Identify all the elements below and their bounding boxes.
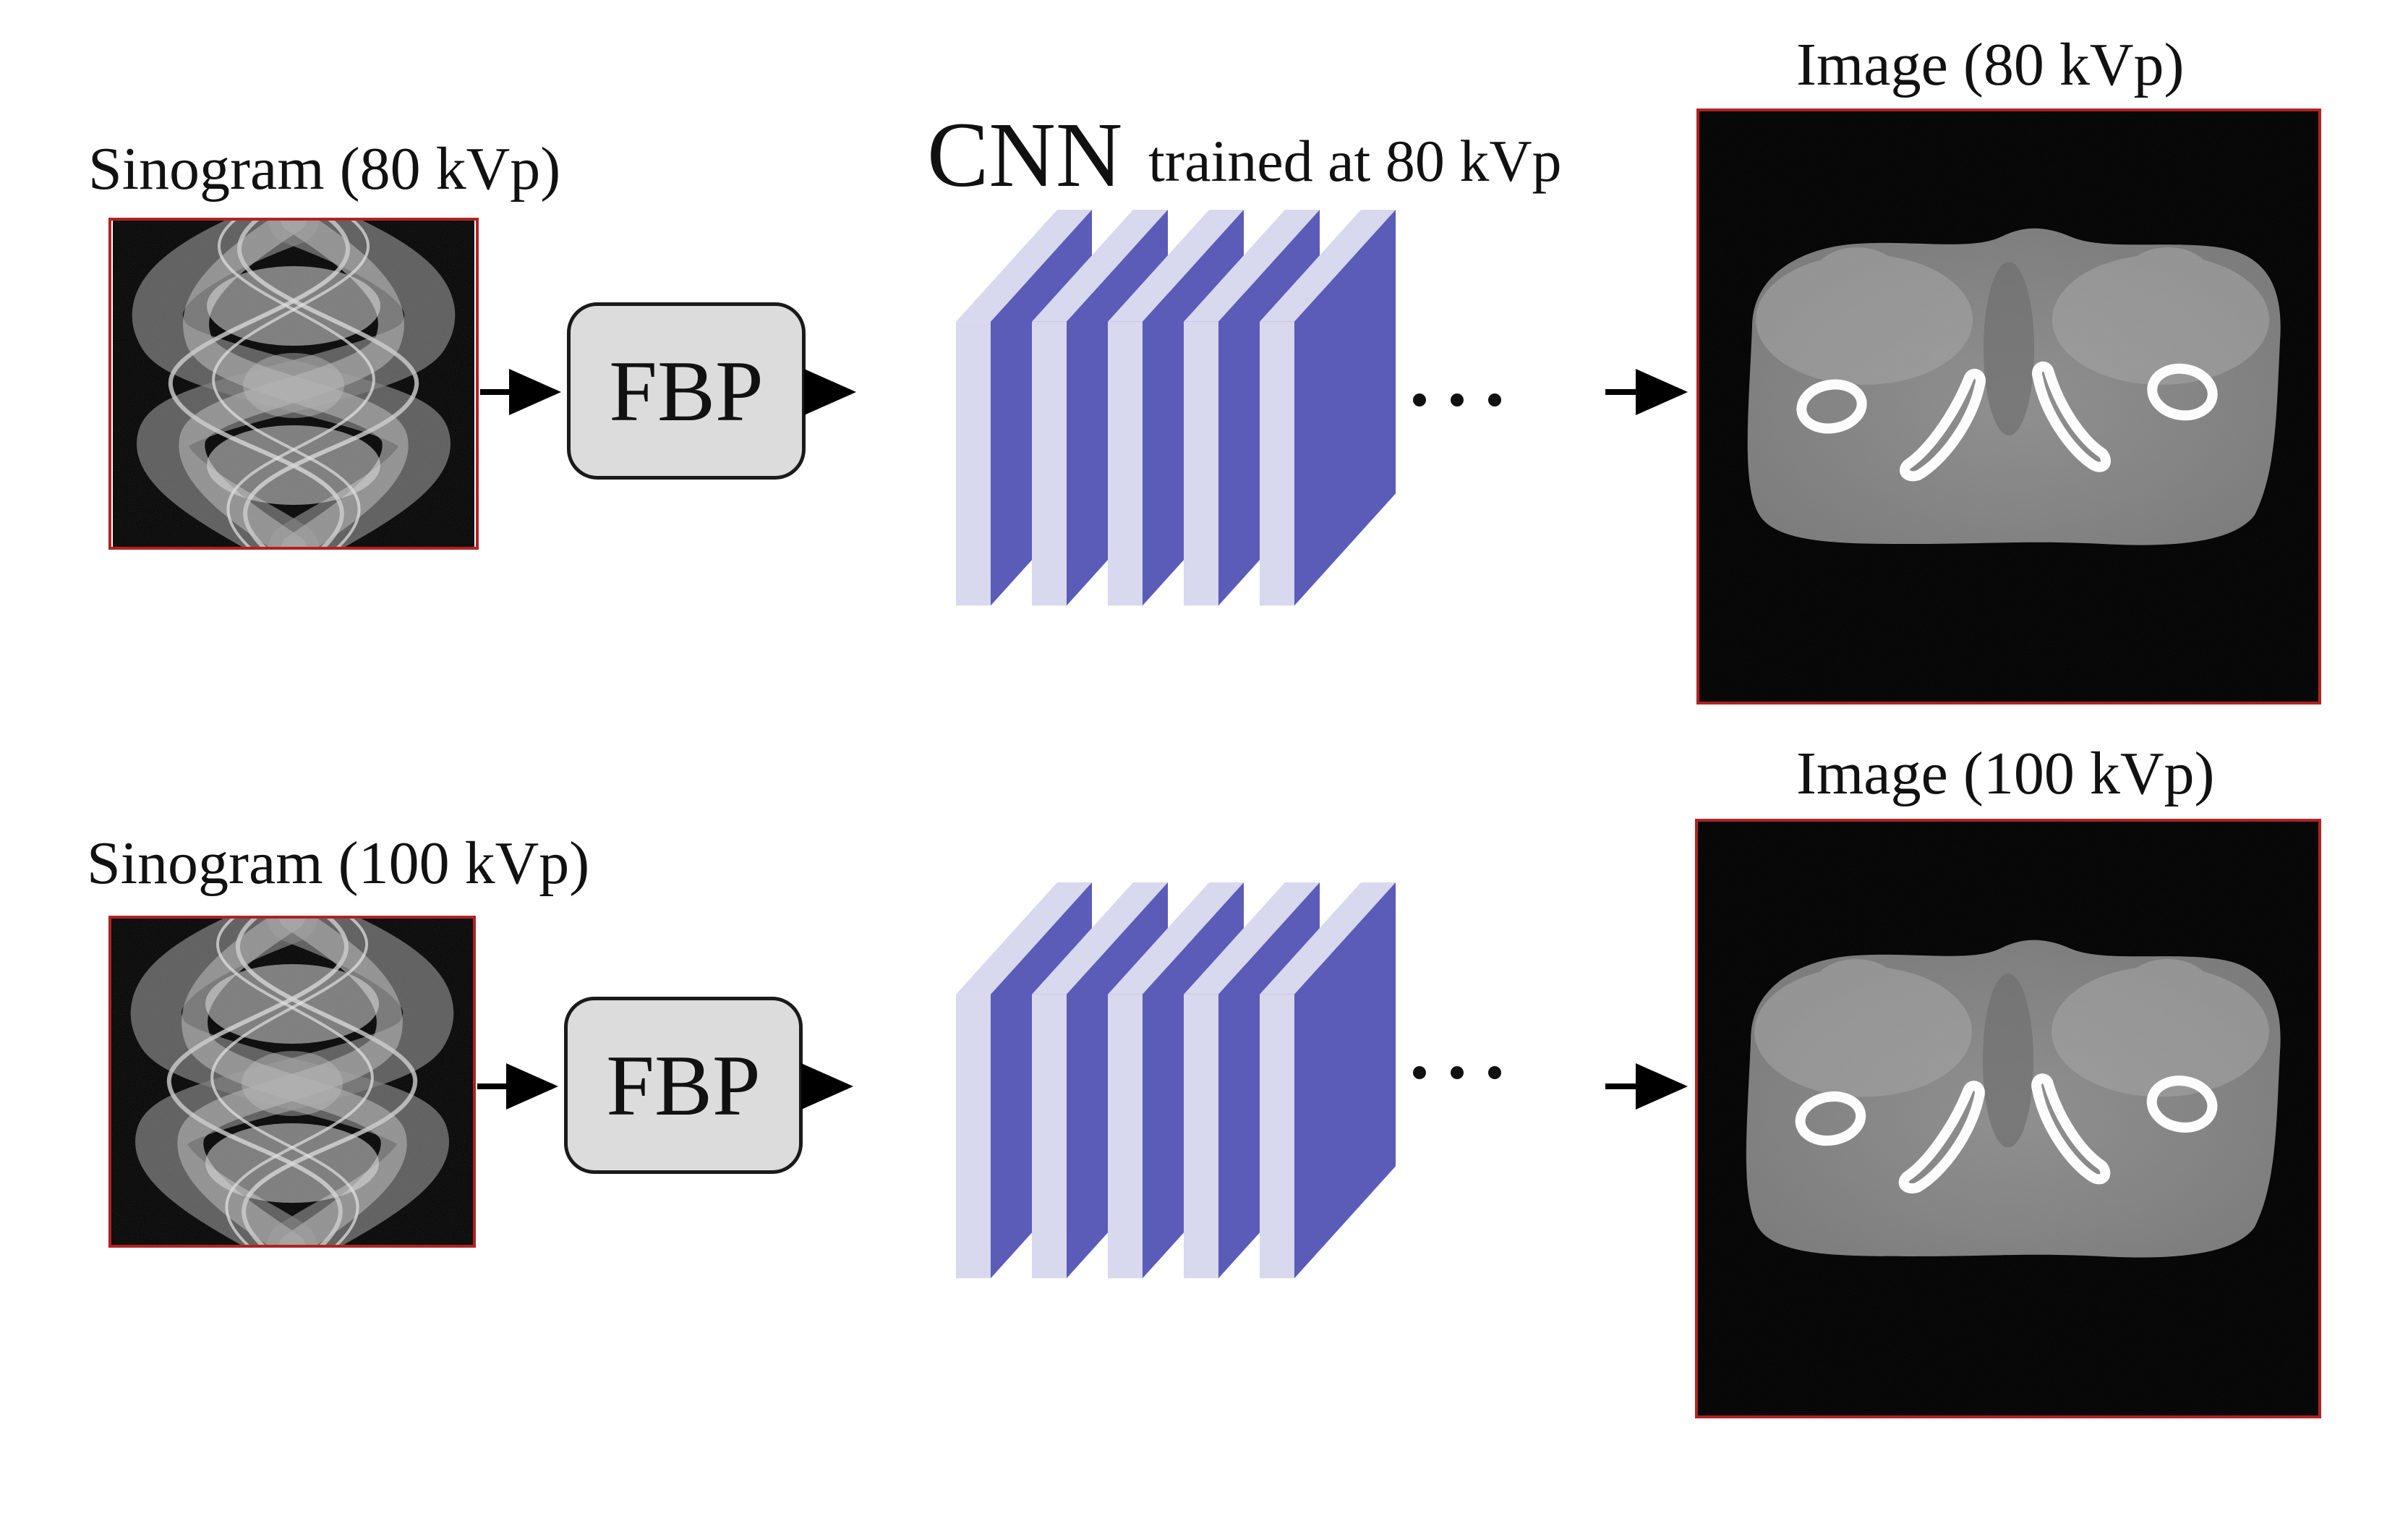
fbp-label: FBP [609,342,764,439]
cnn-subtitle: trained at 80 kVp [1148,128,1562,194]
sinogram-100 [108,916,476,1248]
ellipsis-100 [1413,1066,1501,1079]
image-label-100: Image (100 kVp) [1796,740,2215,807]
sinogram-label-80: Sinogram (80 kVp) [88,135,561,203]
sinogram-80 [108,218,479,550]
ellipsis-80 [1413,393,1501,406]
fbp-block-100: FBP [564,997,803,1174]
cnn-layer-stack-80 [956,210,1396,606]
fbp-block-80: FBP [567,302,806,480]
sinogram-label-100: Sinogram (100 kVp) [87,830,590,897]
ct-image-100 [1695,819,2321,1418]
fbp-label: FBP [606,1036,761,1133]
ct-image-80 [1696,108,2321,704]
image-label-80: Image (80 kVp) [1796,31,2185,98]
cnn-title: CNN [927,103,1123,206]
cnn-layer-stack-100 [956,882,1396,1279]
